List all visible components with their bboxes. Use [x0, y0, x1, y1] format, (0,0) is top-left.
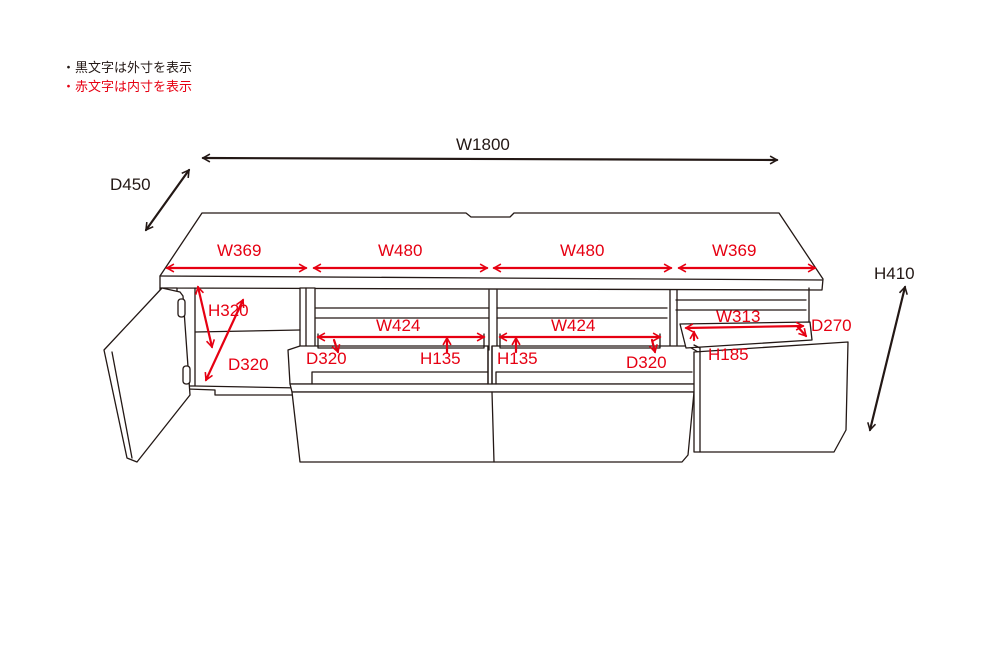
drawer-left-height-label: H135 [420, 349, 461, 368]
inner-dimension-arrows [165, 263, 817, 382]
dimension-labels: W1800 D450 H410 W369 W480 W480 W369 H320… [110, 135, 915, 374]
width-label: W1800 [456, 135, 510, 154]
right-drawer-height-label: H185 [708, 345, 749, 364]
drawer-handle-bar [289, 383, 697, 393]
cabinet-dividers [305, 287, 810, 391]
legend-outer-note: ・黒文字は外寸を表示 [62, 60, 193, 75]
drawer-right-height-label: H135 [497, 349, 538, 368]
center-left-width-label: W480 [378, 241, 422, 260]
right-drawer-side [693, 344, 701, 453]
left-door [103, 287, 191, 463]
top-front-edge [159, 275, 823, 281]
door-hinge-top [177, 298, 186, 318]
depth-arrow [144, 168, 191, 232]
drawer-right-depth-arrow [648, 338, 658, 354]
right-drawer-depth-arrow [795, 324, 808, 338]
outer-dimension-arrows [144, 153, 908, 432]
drawer-front-split [491, 391, 495, 463]
drawer-left-depth-arrow [331, 338, 341, 354]
drawer-right-depth-label: D320 [626, 353, 667, 372]
center-right-width-label: W480 [560, 241, 604, 260]
right-drawer-width-label: W313 [716, 307, 760, 326]
inner-shelves [315, 299, 807, 319]
left-door-depth-label: D320 [228, 355, 269, 374]
drawer-left-depth-label: D320 [306, 349, 347, 368]
legend-inner-note: ・赤文字は内寸を表示 [62, 79, 193, 94]
right-drawer-front [693, 341, 849, 453]
left-door-depth-arrow [204, 298, 245, 382]
left-door-height-label: H320 [208, 301, 249, 320]
right-drawer-width-arrow [684, 321, 805, 333]
drawer-handle-detail [311, 345, 693, 385]
drawer-left-width-label: W424 [376, 316, 420, 335]
left-compartment-width-label: W369 [217, 241, 261, 260]
height-arrow [867, 285, 908, 432]
door-hinge-bottom [182, 365, 191, 385]
right-compartment-width-label: W369 [712, 241, 756, 260]
height-label: H410 [874, 264, 915, 283]
width-arrow [201, 153, 779, 165]
drawer-right-width-label: W424 [551, 316, 595, 335]
right-drawer-depth-label: D270 [811, 316, 852, 335]
left-door-edge [111, 351, 133, 459]
depth-label: D450 [110, 175, 151, 194]
